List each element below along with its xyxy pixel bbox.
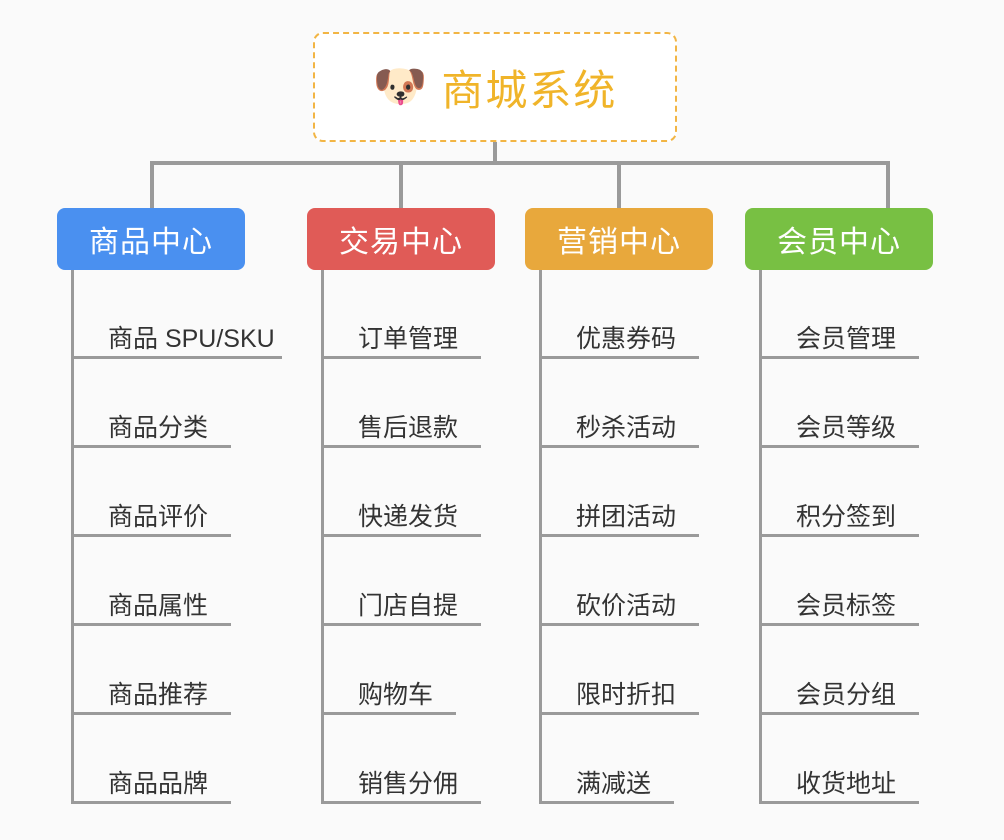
leaf-item-label: 限时折扣 [576,680,677,709]
leaf-item-label: 会员分组 [796,680,897,709]
leaf-underline [324,445,481,448]
leaf-underline [542,623,699,626]
leaf-item-label: 商品分类 [108,413,209,442]
leaf-item-label: 商品 SPU/SKU [108,324,275,353]
connector-drop-trade-center [399,161,403,209]
leaf-underline [324,712,456,715]
leaf-item-label: 砍价活动 [576,591,677,620]
leaf-item[interactable]: 商品属性 [74,537,293,626]
category-box-product-center[interactable]: 商品中心 [57,208,245,270]
leaf-underline [542,801,674,804]
category-box-marketing-center[interactable]: 营销中心 [525,208,713,270]
leaf-underline [324,534,481,537]
leaf-item-label: 快递发货 [358,502,459,531]
leaf-item[interactable]: 商品评价 [74,448,293,537]
dog-face-icon: 🐶 [372,62,428,111]
leaf-underline [542,445,699,448]
leaf-stack-product-center: 商品 SPU/SKU 商品分类商品评价商品属性商品推荐商品品牌 [71,270,293,804]
leaf-underline [542,712,699,715]
leaf-item[interactable]: 订单管理 [324,270,495,359]
branch-column-marketing-center: 营销中心优惠券码秒杀活动拼团活动砍价活动限时折扣满减送 [525,208,713,804]
leaf-item-label: 收货地址 [796,769,897,798]
leaf-underline [542,356,699,359]
leaf-item[interactable]: 会员标签 [762,537,933,626]
leaf-item-label: 会员标签 [796,591,897,620]
leaf-underline [324,356,481,359]
branch-column-trade-center: 交易中心订单管理售后退款快递发货门店自提购物车销售分佣 [307,208,495,804]
connector-drop-product-center [150,161,154,209]
leaf-underline [542,534,699,537]
leaf-item[interactable]: 优惠券码 [542,270,713,359]
connector-drop-member-center [886,161,890,209]
leaf-item[interactable]: 商品品牌 [74,715,293,804]
leaf-underline [74,534,231,537]
category-label: 交易中心 [339,226,463,259]
leaf-underline [762,801,919,804]
leaf-item-label: 秒杀活动 [576,413,677,442]
leaf-item[interactable]: 商品 SPU/SKU [74,270,293,359]
leaf-underline [762,623,919,626]
leaf-item-label: 商品品牌 [108,769,209,798]
leaf-item[interactable]: 秒杀活动 [542,359,713,448]
category-label: 营销中心 [557,226,681,259]
leaf-item-label: 售后退款 [358,413,459,442]
leaf-item[interactable]: 拼团活动 [542,448,713,537]
leaf-underline [762,445,919,448]
leaf-item-label: 门店自提 [358,591,459,620]
leaf-item[interactable]: 会员分组 [762,626,933,715]
connector-root-stem [493,142,497,164]
leaf-item-label: 会员管理 [796,324,897,353]
branch-column-product-center: 商品中心商品 SPU/SKU 商品分类商品评价商品属性商品推荐商品品牌 [57,208,293,804]
leaf-item[interactable]: 收货地址 [762,715,933,804]
leaf-item-label: 商品评价 [108,502,209,531]
leaf-item[interactable]: 售后退款 [324,359,495,448]
leaf-underline [74,356,282,359]
leaf-underline [762,356,919,359]
branch-column-member-center: 会员中心会员管理会员等级积分签到会员标签会员分组收货地址 [745,208,933,804]
leaf-item-label: 订单管理 [358,324,459,353]
leaf-item-label: 积分签到 [796,502,897,531]
leaf-underline [74,623,231,626]
leaf-item-label: 拼团活动 [576,502,677,531]
leaf-item[interactable]: 商品分类 [74,359,293,448]
leaf-underline [74,445,231,448]
leaf-item[interactable]: 会员等级 [762,359,933,448]
leaf-underline [74,801,231,804]
leaf-item[interactable]: 门店自提 [324,537,495,626]
leaf-stack-marketing-center: 优惠券码秒杀活动拼团活动砍价活动限时折扣满减送 [539,270,713,804]
leaf-item[interactable]: 销售分佣 [324,715,495,804]
leaf-item-label: 满减送 [576,769,652,798]
root-node-shopping-mall-system[interactable]: 🐶 商城系统 [313,32,677,142]
leaf-item[interactable]: 快递发货 [324,448,495,537]
leaf-underline [324,801,481,804]
leaf-item[interactable]: 满减送 [542,715,713,804]
leaf-item-label: 购物车 [358,680,434,709]
leaf-item[interactable]: 商品推荐 [74,626,293,715]
connector-horizontal-bus [150,161,890,165]
leaf-item[interactable]: 限时折扣 [542,626,713,715]
leaf-item[interactable]: 积分签到 [762,448,933,537]
category-label: 商品中心 [89,226,213,259]
leaf-item[interactable]: 购物车 [324,626,495,715]
leaf-underline [74,712,231,715]
leaf-item-label: 销售分佣 [358,769,459,798]
category-box-trade-center[interactable]: 交易中心 [307,208,495,270]
category-box-member-center[interactable]: 会员中心 [745,208,933,270]
leaf-underline [324,623,481,626]
leaf-underline [762,534,919,537]
leaf-stack-trade-center: 订单管理售后退款快递发货门店自提购物车销售分佣 [321,270,495,804]
leaf-item-label: 会员等级 [796,413,897,442]
leaf-stack-member-center: 会员管理会员等级积分签到会员标签会员分组收货地址 [759,270,933,804]
leaf-item-label: 商品属性 [108,591,209,620]
leaf-underline [762,712,919,715]
connector-drop-marketing-center [617,161,621,209]
leaf-item[interactable]: 砍价活动 [542,537,713,626]
leaf-item-label: 商品推荐 [108,680,209,709]
root-node-title: 商城系统 [441,66,618,114]
leaf-item-label: 优惠券码 [576,324,677,353]
leaf-item[interactable]: 会员管理 [762,270,933,359]
category-label: 会员中心 [777,226,901,259]
